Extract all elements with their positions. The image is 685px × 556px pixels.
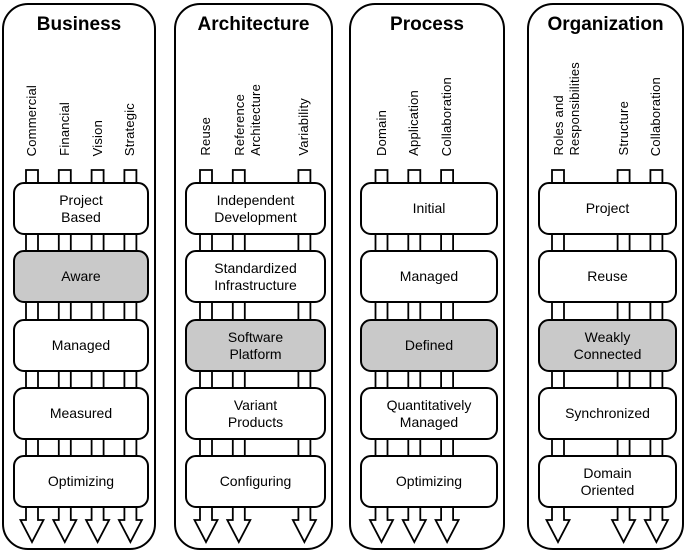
lane-label-collaboration: Collaboration (439, 76, 455, 156)
lane-label-financial: Financial (56, 102, 72, 156)
level-box-quantitatively-managed: Quantitatively Managed (360, 387, 498, 440)
level-box-domain-oriented: Domain Oriented (538, 455, 677, 508)
level-box-initial: Initial (360, 182, 498, 235)
level-box-synchronized: Synchronized (538, 387, 677, 440)
column-title-organization: Organization (547, 14, 664, 35)
lane-label-vision: Vision (89, 119, 105, 156)
lane-label-strategic: Strategic (122, 102, 138, 156)
level-box-aware: Aware (13, 250, 149, 303)
level-box-managed: Managed (13, 319, 149, 372)
level-box-independent-development: Independent Development (185, 182, 326, 235)
lane-label-roles-and-responsibilities: Roles and Responsibilities (551, 62, 582, 156)
level-box-configuring: Configuring (185, 455, 326, 508)
level-box-reuse: Reuse (538, 250, 677, 303)
column-title-process: Process (390, 14, 464, 35)
column-title-architecture: Architecture (197, 14, 310, 35)
level-box-project: Project (538, 182, 677, 235)
lane-label-collaboration: Collaboration (648, 76, 664, 156)
level-box-optimizing: Optimizing (360, 455, 498, 508)
lane-label-structure: Structure (615, 101, 631, 156)
lane-label-reuse: Reuse (198, 117, 213, 156)
level-box-software-platform: Software Platform (185, 319, 326, 372)
lane-label-domain: Domain (373, 110, 389, 156)
level-box-standardized-infrastructure: Standardized Infrastructure (185, 250, 326, 303)
level-box-project-based: Project Based (13, 182, 149, 235)
lane-label-application: Application (406, 90, 422, 156)
column-title-business: Business (36, 14, 122, 35)
lane-label-reference-architecture: Reference Architecture (231, 84, 263, 156)
lane-label-variability: Variability (296, 98, 312, 156)
level-box-variant-products: Variant Products (185, 387, 326, 440)
lane-label-commercial: Commercial (24, 84, 39, 156)
level-box-measured: Measured (13, 387, 149, 440)
level-box-defined: Defined (360, 319, 498, 372)
level-box-optimizing: Optimizing (13, 455, 149, 508)
level-box-managed: Managed (360, 250, 498, 303)
level-box-weakly-connected: Weakly Connected (538, 319, 677, 372)
